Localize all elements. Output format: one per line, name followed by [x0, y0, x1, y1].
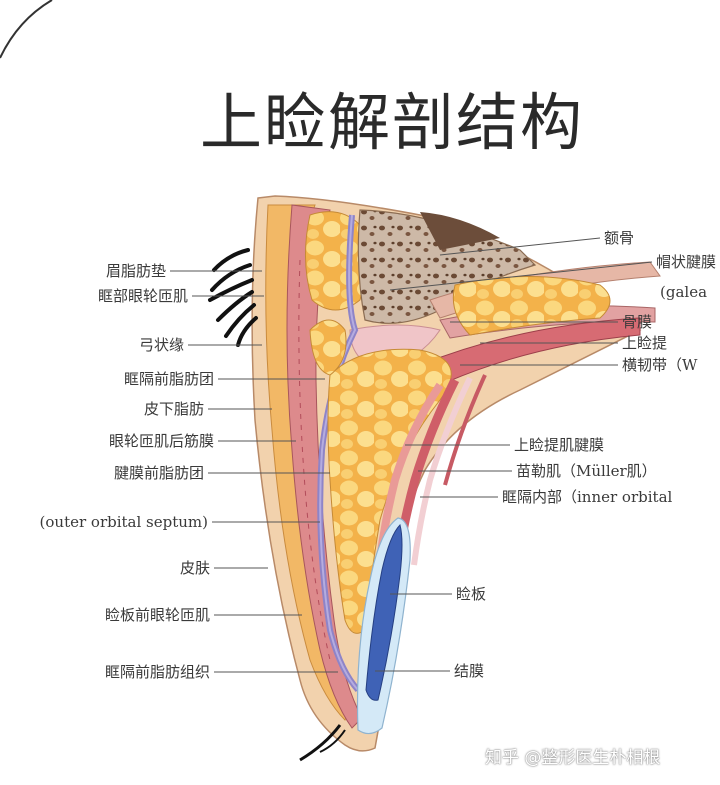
label-periosteum: 骨膜: [622, 313, 653, 331]
source-watermark: 知乎 @整形医生朴相根: [485, 748, 661, 768]
label-brow-fat-pad: 眉脂肪垫: [105, 262, 166, 280]
label-preseptal-fat-tissue: 眶隔前脂肪组织: [104, 663, 210, 681]
label-inner-orbital-septum: 眶隔内部（inner orbital: [502, 488, 673, 506]
label-levator-aponeurosis: 上睑提肌腱膜: [514, 436, 605, 454]
leader-lines-left: [170, 270, 338, 673]
label-whitnall-ligament: 横韧带（W: [622, 356, 698, 374]
label-preaponeurotic-fat: 腱膜前脂肪团: [113, 464, 204, 482]
leader-lines-right: [375, 237, 653, 672]
label-conjunctiva: 结膜: [454, 662, 485, 680]
label-roof-fascia: 眼轮匝肌后筋膜: [108, 432, 214, 450]
diagram-title: 上睑解剖结构: [200, 86, 585, 159]
inner-orbital-septum: [411, 376, 473, 566]
label-muller-muscle: 苗勒肌（Müller肌）: [516, 462, 657, 480]
tarsus: [365, 524, 403, 701]
label-galea: 帽状腱膜: [656, 253, 717, 271]
eyebrow-hairs-icon: [208, 248, 258, 347]
label-outer-orbital-septum: (outer orbital septum): [39, 513, 208, 531]
label-arcus-marginalis: 弓状缘: [138, 336, 184, 354]
decorative-arc: [0, 0, 53, 59]
brow-fat-pad: [305, 211, 367, 311]
label-skin: 皮肤: [179, 559, 210, 577]
label-galea-en: (galea: [660, 283, 708, 301]
label-subcutaneous-fat: 皮下脂肪: [143, 400, 204, 418]
levator-aponeurosis: [376, 382, 444, 561]
lower-eyelash: [299, 724, 342, 762]
label-tarsus: 睑板: [456, 585, 487, 603]
label-pretarsal-orbicularis: 睑板前眼轮匝肌: [104, 606, 210, 624]
label-preseptal-fat-mass: 眶隔前脂肪团: [123, 370, 214, 388]
label-levator: 上睑提: [622, 334, 668, 352]
upper-orbital-fat: [452, 276, 611, 336]
label-frontal-bone: 额骨: [604, 229, 635, 247]
label-orbital-orbicularis: 眶部眼轮匝肌: [97, 287, 188, 305]
